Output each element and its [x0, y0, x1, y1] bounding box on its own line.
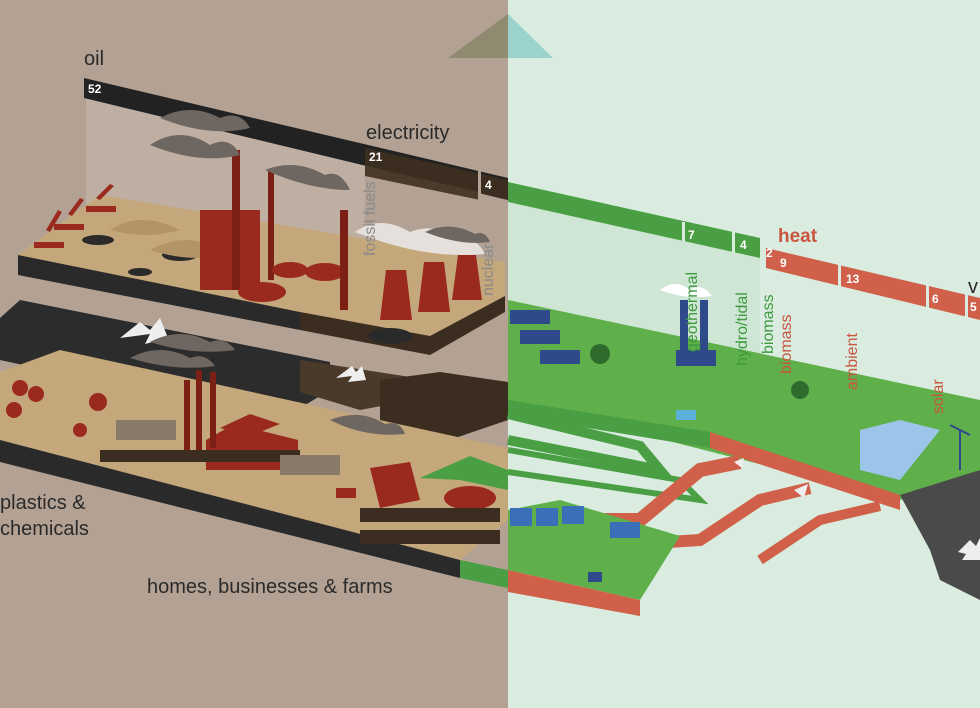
smoke-plume — [160, 110, 250, 132]
biomass-green-label: biomass — [760, 294, 777, 354]
industry-platform-edge — [0, 440, 460, 578]
oil-field-platform-edge — [18, 255, 300, 330]
solar-label: solar — [930, 379, 947, 414]
homes-road-green — [420, 456, 508, 490]
cooling-tower-icon — [380, 255, 482, 320]
hydro-tidal-label: hydro/tidal — [734, 292, 751, 366]
oil-label: oil — [84, 48, 105, 70]
band-divider — [965, 292, 968, 322]
house-icon — [510, 506, 640, 538]
water-tile — [676, 410, 696, 420]
steam-cloud — [355, 223, 485, 256]
smoke-plume — [130, 350, 215, 368]
dirt-mound — [110, 220, 180, 235]
solar-thermal-strip — [860, 420, 940, 480]
refinery-platform-edge — [300, 296, 505, 355]
bale-stack — [116, 420, 340, 475]
hydro-value: 4 — [740, 238, 747, 252]
band-divider — [838, 262, 841, 290]
electricity-value: 21 — [369, 150, 383, 164]
geothermal-value: 7 — [688, 228, 695, 242]
electricity-band — [365, 148, 508, 200]
storage-tank-icon — [444, 486, 496, 510]
plastics-label: plastics & — [0, 492, 86, 514]
electricity-label: electricity — [366, 122, 450, 144]
right-edge-value: 5 — [970, 300, 977, 314]
ambient-label: ambient — [844, 333, 861, 390]
smoke-plume — [425, 226, 490, 243]
smoke-plume — [330, 414, 405, 435]
homes-platform-edge — [508, 570, 640, 616]
electricity-value-secondary: 4 — [485, 178, 492, 192]
flow-arrow — [958, 538, 980, 560]
oil-puddle — [82, 235, 114, 245]
tractor-icon — [588, 572, 602, 582]
coal-pile — [368, 328, 412, 344]
heat-platform-edge — [710, 432, 900, 510]
truck-icon — [336, 488, 356, 498]
smoke-plume — [150, 135, 240, 159]
refinery-icon — [200, 150, 348, 310]
homes-platform-edge — [460, 560, 508, 588]
storage-tank-icon — [6, 380, 107, 437]
biomass-green-value: 2 — [766, 246, 773, 260]
renewables-platform-edge — [508, 400, 710, 448]
smoke-plume — [150, 334, 235, 352]
right-edge-label: v — [968, 276, 978, 298]
solar-panel-icon — [510, 310, 580, 364]
green-band — [508, 182, 760, 258]
oil-puddle — [128, 268, 152, 276]
geothermal-plant-icon — [676, 300, 716, 366]
chemicals-label: chemicals — [0, 518, 89, 540]
band-divider — [732, 232, 735, 260]
biomass-heat-label: biomass — [778, 314, 795, 374]
heat-label: heat — [778, 226, 818, 247]
band-divider — [682, 222, 685, 258]
bale-rows — [100, 450, 500, 544]
steam-cloud — [660, 284, 712, 298]
flow-arrow — [794, 484, 808, 498]
flow-arrow — [336, 366, 366, 382]
heat-flow-line — [757, 501, 882, 565]
factory-icon — [370, 462, 420, 508]
electricity-band-lower — [365, 166, 480, 200]
smoke-plume — [265, 165, 350, 190]
ambient-value: 13 — [846, 272, 860, 286]
nuclear-label: nuclear — [480, 243, 497, 296]
right-triangle-marker — [508, 14, 553, 58]
right-road — [900, 470, 980, 600]
wind-turbine-icon — [949, 424, 971, 470]
flow-arrow — [120, 318, 168, 344]
solar-value: 6 — [932, 292, 939, 306]
left-triangle-marker — [448, 14, 508, 58]
geothermal-label: geothermal — [684, 271, 701, 352]
band-divider — [926, 282, 929, 312]
oil-value: 52 — [88, 82, 102, 96]
homes-label: homes, businesses & farms — [147, 576, 393, 598]
oil-pump-icon — [34, 184, 116, 248]
electricity-divider — [478, 170, 481, 200]
flow-arrow — [734, 458, 744, 468]
green-flow-line — [506, 409, 673, 478]
green-flow-line — [507, 447, 709, 505]
fossil-fuels-label: fossil fuels — [362, 181, 379, 256]
heat-value: 9 — [780, 256, 787, 270]
